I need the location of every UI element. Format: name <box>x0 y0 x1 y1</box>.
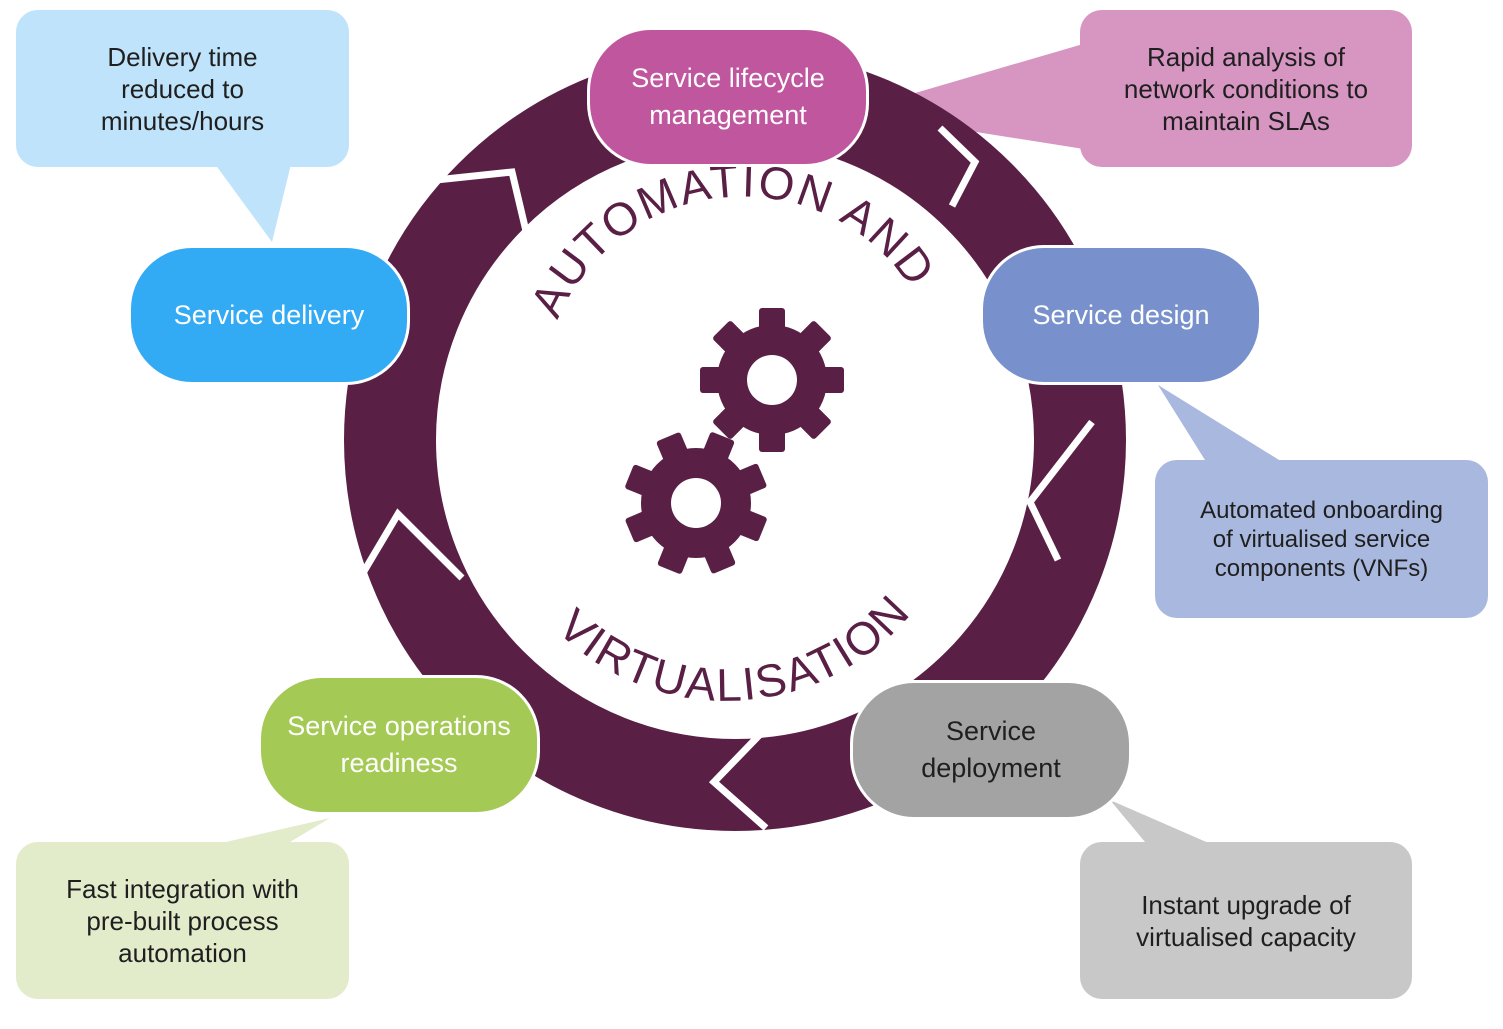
ring-notch-left <box>356 508 465 581</box>
center-title-bottom: VIRTUALISATION <box>549 584 920 711</box>
stage-deployment-label: Service deployment <box>921 716 1061 783</box>
stage-service-operations-readiness: Service operations readiness <box>258 675 540 815</box>
callout-deployment-text: Instant upgrade of virtualised capacity <box>1136 889 1356 952</box>
callout-delivery: Delivery time reduced to minutes/hours <box>16 10 349 167</box>
callout-delivery-text: Delivery time reduced to minutes/hours <box>100 41 265 136</box>
callout-pointer-delivery <box>212 160 292 242</box>
ring-arrow-notches <box>356 125 1095 831</box>
stage-service-delivery: Service delivery <box>128 245 410 385</box>
callout-pointer-operations <box>200 818 330 848</box>
stage-delivery-label: Service delivery <box>173 299 365 330</box>
callout-design: Automated onboarding of virtualised serv… <box>1155 460 1488 618</box>
callout-lifecycle: Rapid analysis of network conditions to … <box>1080 10 1412 167</box>
ring-notch-top-left <box>435 168 534 249</box>
callout-pointer-design <box>1158 385 1292 468</box>
stage-service-deployment: Service deployment <box>850 680 1132 820</box>
gears-icon <box>625 308 844 574</box>
stage-operations-label: Service operations readiness <box>287 711 511 778</box>
stage-service-lifecycle-management: Service lifecycle management <box>587 27 869 167</box>
callout-operations-text: Fast integration with pre-built process … <box>66 873 299 968</box>
callout-operations: Fast integration with pre-built process … <box>16 842 349 999</box>
callout-deployment: Instant upgrade of virtualised capacity <box>1080 842 1412 999</box>
gear-lower-icon <box>625 432 767 574</box>
ring-notch-top-right <box>937 125 980 208</box>
callout-lifecycle-text: Rapid analysis of network conditions to … <box>1123 41 1369 136</box>
ring-notch-right <box>1025 419 1095 562</box>
callout-pointer-deployment <box>1110 800 1220 848</box>
stage-lifecycle-label: Service lifecycle management <box>631 63 825 130</box>
gear-upper-icon <box>700 308 844 452</box>
stage-service-design: Service design <box>980 245 1262 385</box>
ring-notch-bottom <box>708 719 775 831</box>
callout-design-text: Automated onboarding of virtualised serv… <box>1200 496 1443 582</box>
callout-pointer-lifecycle <box>850 42 1090 150</box>
stage-design-label: Service design <box>1032 299 1210 330</box>
